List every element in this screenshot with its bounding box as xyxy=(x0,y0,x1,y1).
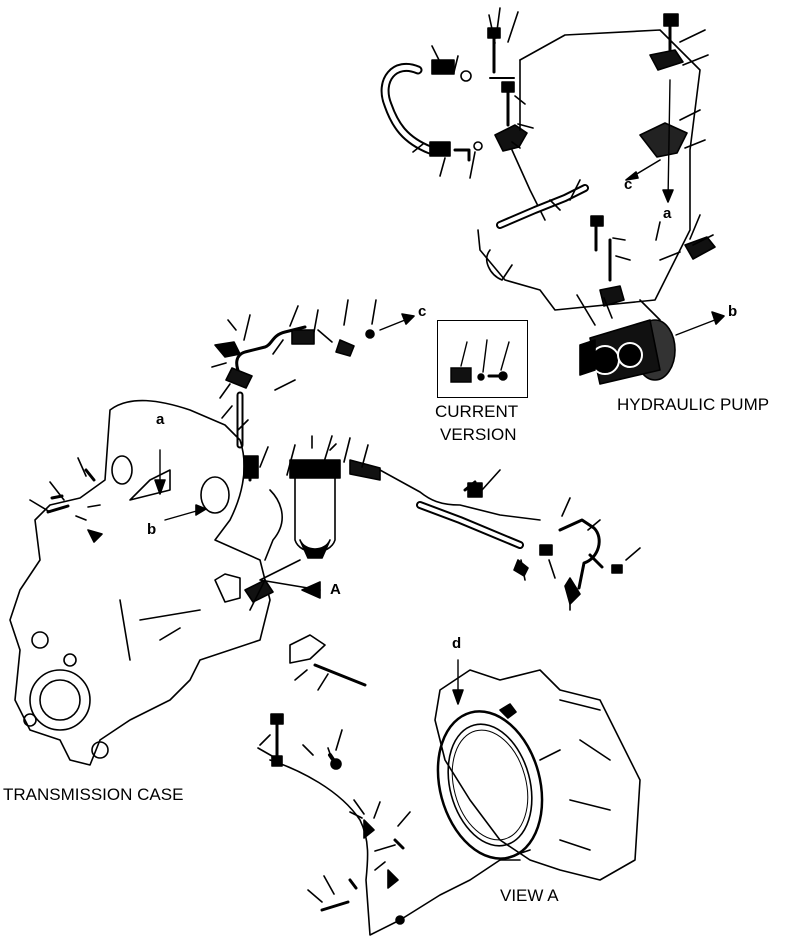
ref-c-top: c xyxy=(418,303,427,320)
view-a-label: VIEW A xyxy=(500,886,559,905)
transmission-case-label: TRANSMISSION CASE xyxy=(3,785,184,804)
ref-d: d xyxy=(452,635,462,652)
pump-lines-assembly xyxy=(487,14,715,306)
hydraulic-pump xyxy=(577,295,724,384)
bottom-harness xyxy=(258,714,530,935)
current-version-box xyxy=(437,320,528,398)
ref-a-top: a xyxy=(663,205,672,222)
ref-b-right: b xyxy=(728,303,738,320)
ref-c-mid: c xyxy=(624,176,633,193)
view-a-marker: A xyxy=(330,581,341,598)
ref-b-left: b xyxy=(147,521,157,538)
top-hose-assembly xyxy=(385,8,700,310)
current-version-label-1: CURRENT xyxy=(435,402,519,421)
ref-a-left: a xyxy=(156,411,165,428)
view-a-housing xyxy=(422,660,640,880)
hydraulic-pump-label: HYDRAULIC PUMP xyxy=(617,395,770,414)
current-version-detail xyxy=(437,320,528,398)
current-version-label-2: VERSION xyxy=(440,425,517,444)
transmission-case xyxy=(10,401,365,765)
fuel-filter-assembly xyxy=(212,300,640,610)
